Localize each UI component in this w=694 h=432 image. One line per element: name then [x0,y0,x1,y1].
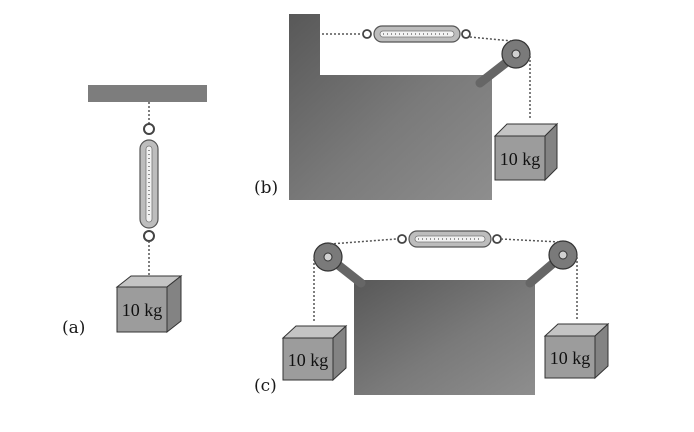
pulley-c-left [313,242,343,272]
chain-b-right [469,36,513,42]
hook-b-right [461,29,471,39]
hook-c-right [492,234,502,244]
panel-a: 10 kg (a) [62,85,207,338]
pulley-c-right [548,240,578,270]
block-c-left-label: 10 kg [288,350,329,370]
scale-hook-bottom [143,230,155,242]
panel-c-caption: (c) [254,376,277,396]
block-b-10kg: 10 kg [493,122,559,182]
hook-b-left [362,29,372,39]
spring-scale-c [408,230,492,248]
panel-c: 10 kg 10 kg (c) [254,230,610,396]
hook-c-left [397,234,407,244]
block-label: 10 kg [122,300,163,320]
block-b-label: 10 kg [500,149,541,169]
table-c [354,280,535,395]
table-b [289,14,492,200]
chain-c-left [329,238,397,245]
pulley-b [501,39,531,69]
ceiling-beam [88,85,207,102]
block-c-right-label: 10 kg [550,348,591,368]
panel-b-caption: (b) [254,178,278,198]
scale-hook-top [143,123,155,135]
block-c-left-10kg: 10 kg [281,324,348,382]
spring-scale-b [373,25,461,43]
chain-c-right [500,238,561,243]
spring-scale [139,139,159,229]
panel-a-caption: (a) [62,318,85,338]
panel-b: 10 kg (b) [254,14,559,200]
block-c-right-10kg: 10 kg [543,322,610,380]
block-10kg: 10 kg [115,274,183,334]
